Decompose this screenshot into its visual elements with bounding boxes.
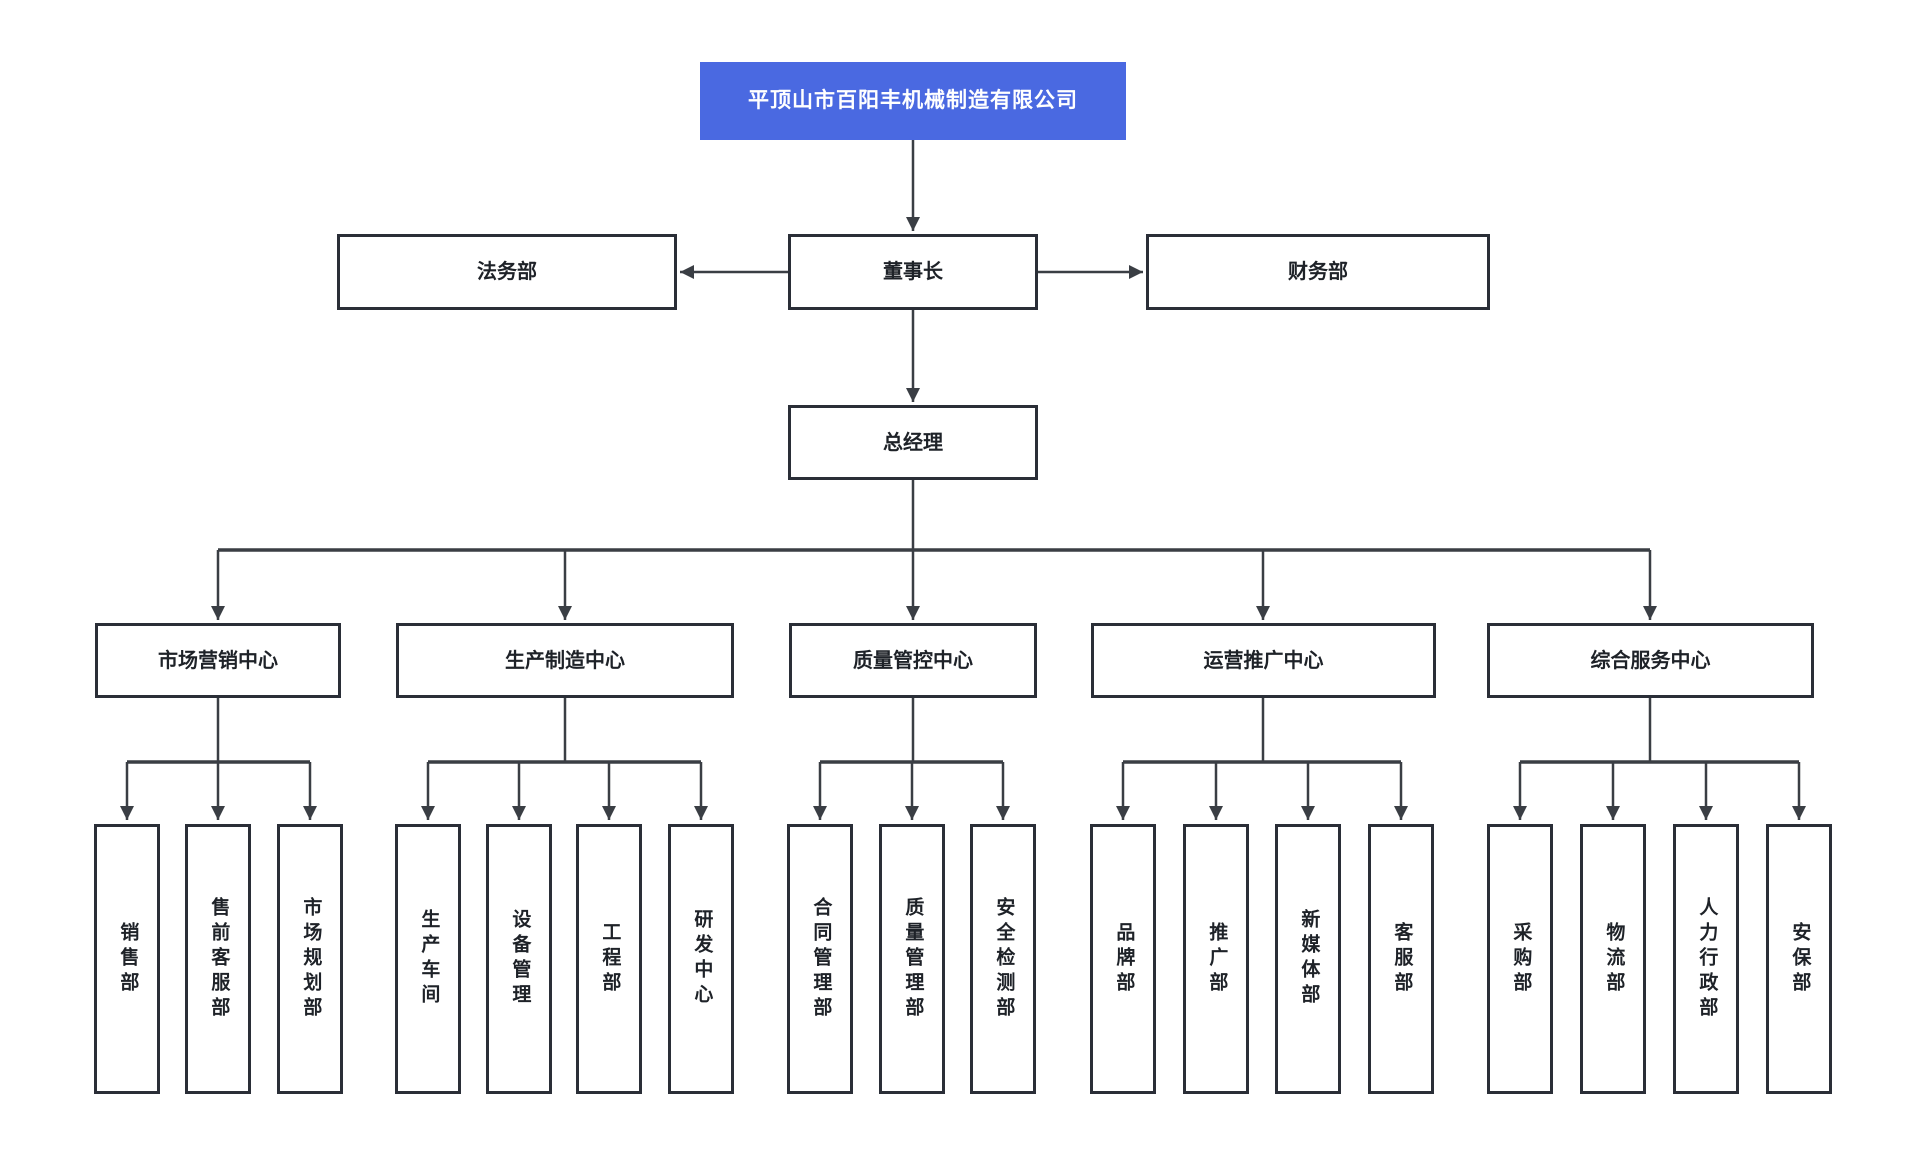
node-dept-equipment-mgmt[interactable]: 设备管理 xyxy=(486,824,552,1094)
node-label: 市场规划部 xyxy=(300,896,322,1022)
node-dept-procurement[interactable]: 采购部 xyxy=(1487,824,1553,1094)
node-label: 工程部 xyxy=(599,921,621,997)
node-label: 人力行政部 xyxy=(1696,896,1718,1022)
node-dept-new-media[interactable]: 新媒体部 xyxy=(1275,824,1341,1094)
node-dept-safety-inspection[interactable]: 安全检测部 xyxy=(970,824,1036,1094)
node-label: 物流部 xyxy=(1603,921,1625,997)
node-dept-customer-service[interactable]: 客服部 xyxy=(1368,824,1434,1094)
node-label: 新媒体部 xyxy=(1298,909,1320,1009)
node-finance-dept[interactable]: 财务部 xyxy=(1146,234,1490,310)
node-chairman[interactable]: 董事长 xyxy=(788,234,1038,310)
node-dept-sales[interactable]: 销售部 xyxy=(94,824,160,1094)
node-label: 综合服务中心 xyxy=(1590,649,1711,672)
node-dept-promotion[interactable]: 推广部 xyxy=(1183,824,1249,1094)
node-label: 设备管理 xyxy=(509,909,531,1009)
node-dept-security[interactable]: 安保部 xyxy=(1766,824,1832,1094)
node-general-manager[interactable]: 总经理 xyxy=(788,405,1038,480)
node-center-quality[interactable]: 质量管控中心 xyxy=(789,623,1037,698)
node-center-manufacturing[interactable]: 生产制造中心 xyxy=(396,623,734,698)
node-label: 销售部 xyxy=(117,921,139,997)
node-label: 生产车间 xyxy=(418,909,440,1009)
node-label: 安全检测部 xyxy=(993,896,1015,1022)
node-label: 生产制造中心 xyxy=(505,649,625,672)
node-center-operations[interactable]: 运营推广中心 xyxy=(1091,623,1436,698)
node-label: 质量管控中心 xyxy=(853,649,973,672)
node-dept-brand[interactable]: 品牌部 xyxy=(1090,824,1156,1094)
node-dept-logistics[interactable]: 物流部 xyxy=(1580,824,1646,1094)
node-label: 总经理 xyxy=(883,431,943,454)
node-dept-contract-mgmt[interactable]: 合同管理部 xyxy=(787,824,853,1094)
node-dept-quality-mgmt[interactable]: 质量管理部 xyxy=(879,824,945,1094)
node-label: 客服部 xyxy=(1391,921,1413,997)
node-label: 售前客服部 xyxy=(208,896,230,1022)
node-label: 运营推广中心 xyxy=(1203,649,1324,672)
node-label: 市场营销中心 xyxy=(158,649,278,672)
node-label: 财务部 xyxy=(1288,261,1348,283)
node-company[interactable]: 平顶山市百阳丰机械制造有限公司 xyxy=(700,62,1126,140)
node-center-services[interactable]: 综合服务中心 xyxy=(1487,623,1814,698)
node-dept-production-workshop[interactable]: 生产车间 xyxy=(395,824,461,1094)
node-label: 法务部 xyxy=(477,261,537,283)
node-legal-dept[interactable]: 法务部 xyxy=(337,234,677,310)
node-dept-market-planning[interactable]: 市场规划部 xyxy=(277,824,343,1094)
node-label: 平顶山市百阳丰机械制造有限公司 xyxy=(748,89,1078,113)
node-dept-hr-admin[interactable]: 人力行政部 xyxy=(1673,824,1739,1094)
node-label: 质量管理部 xyxy=(902,896,924,1022)
node-label: 安保部 xyxy=(1789,921,1811,997)
node-label: 董事长 xyxy=(883,261,943,283)
node-label: 推广部 xyxy=(1206,921,1228,997)
node-label: 品牌部 xyxy=(1113,921,1135,997)
node-dept-rd-center[interactable]: 研发中心 xyxy=(668,824,734,1094)
node-label: 合同管理部 xyxy=(810,896,832,1022)
node-dept-engineering[interactable]: 工程部 xyxy=(576,824,642,1094)
node-label: 采购部 xyxy=(1510,921,1532,997)
node-label: 研发中心 xyxy=(691,909,713,1009)
node-center-marketing[interactable]: 市场营销中心 xyxy=(95,623,341,698)
node-dept-presales-service[interactable]: 售前客服部 xyxy=(185,824,251,1094)
